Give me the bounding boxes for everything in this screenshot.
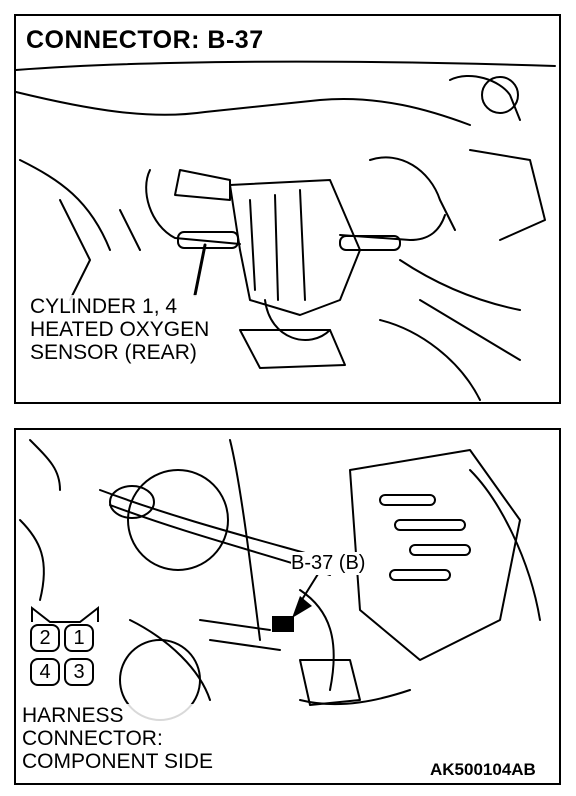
pin-1: 1	[64, 624, 94, 652]
callout-arrowhead	[292, 596, 312, 618]
pin-2: 2	[30, 624, 60, 652]
harness-label-line: COMPONENT SIDE	[22, 750, 213, 773]
sensor-label-line: HEATED OXYGEN	[30, 318, 210, 341]
connector-pin-diagram: 2 1 4 3	[28, 605, 102, 688]
pin-3: 3	[64, 658, 94, 686]
connector-callout: B-37 (B)	[291, 552, 366, 575]
connector-title: CONNECTOR: B-37	[26, 26, 264, 54]
sensor-label-line: CYLINDER 1, 4	[30, 295, 178, 318]
connector-b37	[272, 616, 294, 632]
pin-4: 4	[30, 658, 60, 686]
harness-label: HARNESS CONNECTOR: COMPONENT SIDE	[22, 704, 213, 773]
harness-label-line: CONNECTOR:	[22, 727, 163, 750]
harness-label-line: HARNESS	[22, 704, 124, 727]
sensor-label: CYLINDER 1, 4 HEATED OXYGEN SENSOR (REAR…	[30, 295, 210, 364]
connector-latch-icon	[31, 605, 99, 623]
sensor-label-line: SENSOR (REAR)	[30, 341, 197, 364]
figure-code: AK500104AB	[430, 760, 536, 779]
